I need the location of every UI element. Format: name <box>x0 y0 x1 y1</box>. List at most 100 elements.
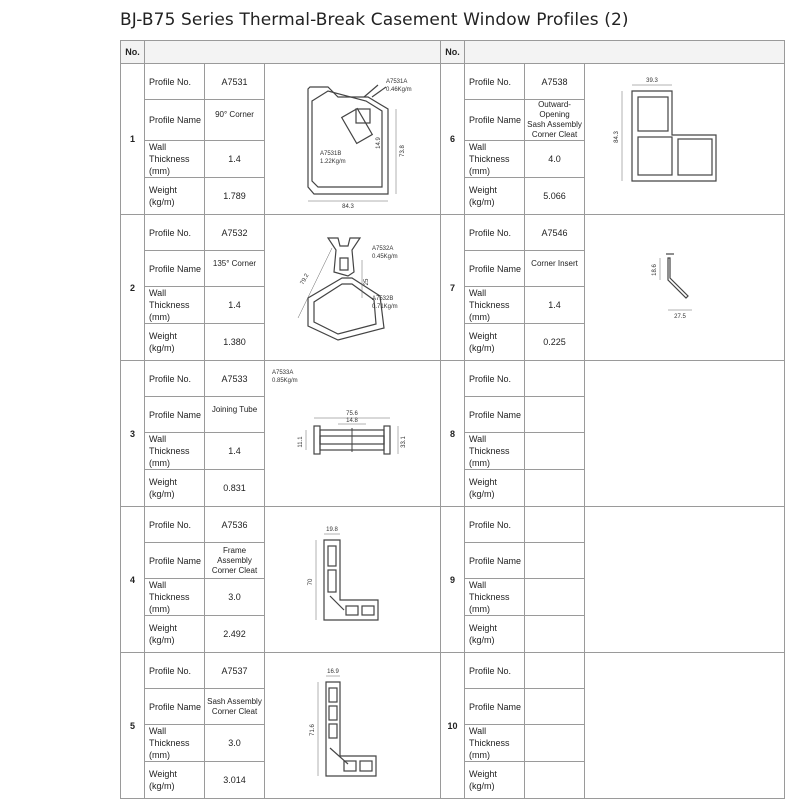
field-label: Wall Thickness <box>469 288 510 310</box>
field-label: Weight <box>149 623 177 633</box>
profile-name-line: Sash Assembly <box>527 120 582 129</box>
field-label-unit: (mm) <box>469 604 491 614</box>
field-value-wall <box>524 724 586 762</box>
field-label: Profile No. <box>469 519 512 530</box>
field-label: Profile Name <box>149 701 202 712</box>
field-label-cell: Profile Name <box>144 99 205 141</box>
field-label: Profile Name <box>149 263 202 274</box>
field-label: Profile No. <box>149 76 192 87</box>
field-label: Weight <box>469 185 497 195</box>
field-value-profile_no: A7533 <box>204 360 265 397</box>
field-value-wall: 3.0 <box>204 724 265 762</box>
dimension-label: A7533A <box>272 370 293 376</box>
field-label-cell: Weight (kg/m) <box>144 323 205 361</box>
dimension-label: 0.45Kg/m <box>372 254 398 260</box>
field-label: Weight <box>469 769 497 779</box>
field-label-cell: Wall Thickness(mm) <box>144 578 205 616</box>
field-label-cell: Weight(kg/m) <box>464 615 526 653</box>
field-label-cell: Profile Name <box>464 99 526 141</box>
field-label-unit: (kg/m) <box>469 343 495 353</box>
field-label: Wall Thickness <box>469 434 510 456</box>
row-number: 5 <box>120 652 145 799</box>
field-label-cell: Wall Thickness(mm) <box>144 432 205 470</box>
field-label: Wall Thickness <box>149 580 190 602</box>
field-label-unit: (kg/m) <box>469 489 495 499</box>
dimension-label: 11.1 <box>298 435 304 447</box>
field-label-cell: Wall Thickness(mm) <box>464 724 526 762</box>
field-label-cell: Profile No. <box>464 652 526 689</box>
field-value-wall: 4.0 <box>524 140 586 178</box>
field-label-cell: Profile No. <box>464 506 526 543</box>
field-label-cell: Weight (kg/m) <box>464 469 526 507</box>
field-value-wall: 1.4 <box>204 140 265 178</box>
field-label-cell: Profile No. <box>464 360 526 397</box>
field-value-weight: 3.014 <box>204 761 265 799</box>
profile-name-value: 135° Corner <box>204 250 265 287</box>
field-label-unit: (kg/m) <box>469 197 495 207</box>
field-value-profile_no <box>524 360 586 397</box>
profile-name-value: Corner Insert <box>524 250 586 287</box>
field-label: Wall Thickness <box>149 288 190 310</box>
field-value-wall <box>524 578 586 616</box>
field-label-cell: Wall Thickness (mm) <box>464 286 526 324</box>
profile-corner-insert-drawing: 18.627.5 <box>652 252 692 320</box>
field-value-profile_no <box>524 652 586 689</box>
profile-frame-cleat-drawing: 19.870 <box>308 527 379 621</box>
dimension-label: 25 <box>364 278 370 285</box>
field-label-cell: Wall Thickness(mm) <box>144 724 205 762</box>
profile-name-value <box>524 542 586 579</box>
drawing-cell <box>584 652 786 799</box>
field-label-cell: Profile No. <box>144 506 205 543</box>
field-value-weight: 1.380 <box>204 323 265 361</box>
field-label: Profile Name <box>469 701 522 712</box>
field-value-profile_no: A7546 <box>524 214 586 251</box>
profile-name-line: Corner Cleat <box>211 565 258 575</box>
field-label-cell: Wall Thickness(mm) <box>144 140 205 178</box>
profile-name-line: Frame Assembly <box>217 545 252 565</box>
field-value-weight <box>524 761 586 799</box>
field-label-unit: (kg/m) <box>149 781 175 791</box>
drawing-cell <box>584 360 786 507</box>
field-label: Weight <box>149 331 177 341</box>
field-label-cell: Wall Thickness(mm) <box>464 140 526 178</box>
row-number: 1 <box>120 63 145 215</box>
dimension-label: 71.6 <box>310 723 316 735</box>
profile-name-line: Outward-Opening <box>538 100 571 119</box>
field-value-wall <box>524 432 586 470</box>
field-label-unit: (mm) <box>469 458 491 468</box>
field-label-unit: (mm) <box>149 312 170 322</box>
field-label-unit: (kg/m) <box>149 343 175 353</box>
field-label-cell: Profile Name <box>464 688 526 725</box>
field-label: Weight <box>469 477 497 487</box>
field-value-weight: 5.066 <box>524 177 586 215</box>
field-label-cell: Profile No. <box>144 360 205 397</box>
row-number: 2 <box>120 214 145 361</box>
field-label-cell: Weight(kg/m) <box>464 761 526 799</box>
dimension-label: 0.85Kg/m <box>272 378 298 384</box>
dimension-label: 1.22Kg/m <box>320 159 346 165</box>
dimension-label: 33.1 <box>401 435 407 447</box>
dimension-label: 19.8 <box>326 527 338 533</box>
field-value-profile_no: A7536 <box>204 506 265 543</box>
field-label-cell: Profile Name <box>144 542 205 579</box>
field-label: Weight <box>469 331 497 341</box>
dimension-label: 84.3 <box>342 204 354 209</box>
field-value-wall: 1.4 <box>524 286 586 324</box>
field-label: Profile No. <box>469 227 512 238</box>
field-label-cell: Profile Name <box>464 250 526 287</box>
profile-name-value: Joining Tube <box>204 396 265 433</box>
field-label-unit: (mm) <box>469 312 491 322</box>
profile-name-line: Corner Cleat <box>211 706 258 716</box>
row-number: 10 <box>440 652 466 799</box>
profile-outward-cleat-drawing: 39.384.3 <box>614 78 717 182</box>
